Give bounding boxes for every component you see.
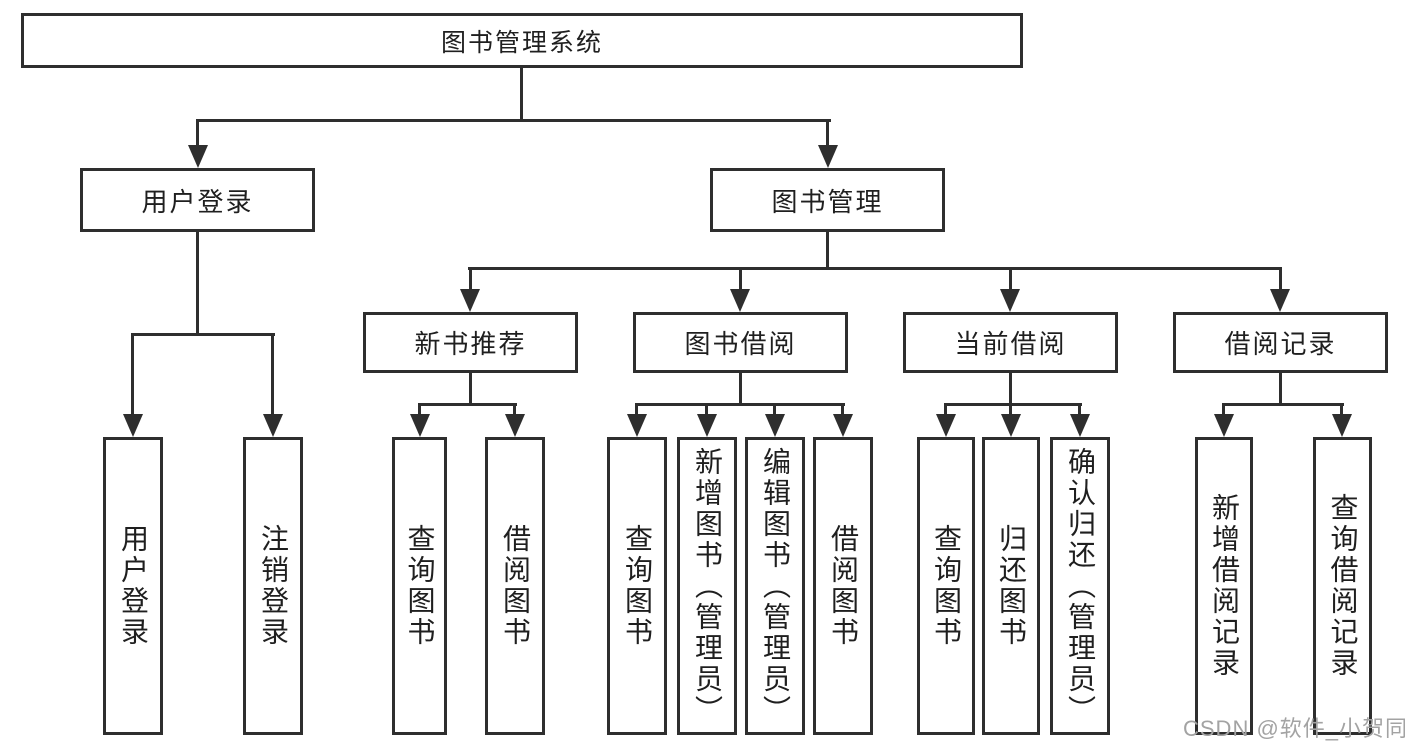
- arrowhead-down-icon: [765, 414, 785, 437]
- node-borrow-records-label: 借阅记录: [1224, 329, 1337, 359]
- connector-line: [131, 333, 134, 417]
- leaf-label: 新增图书（管理员）: [692, 446, 723, 726]
- node-current-borrow-label: 当前借阅: [954, 329, 1067, 359]
- connector-line: [196, 119, 831, 122]
- leaf-confirm-return-admin: 确认归还（管理员）: [1050, 437, 1110, 735]
- connector-line: [513, 403, 516, 417]
- leaf-query-books-borrow: 查询图书: [607, 437, 667, 735]
- connector-line: [841, 403, 844, 417]
- arrowhead-down-icon: [505, 414, 525, 437]
- connector-line: [944, 403, 1082, 406]
- leaf-query-books-current: 查询图书: [917, 437, 975, 735]
- arrowhead-down-icon: [410, 414, 430, 437]
- leaf-query-borrow-record: 查询借阅记录: [1313, 437, 1372, 735]
- leaf-label: 查询图书: [404, 524, 436, 648]
- leaf-label: 归还图书: [996, 524, 1027, 648]
- arrowhead-down-icon: [627, 414, 647, 437]
- connector-line: [1279, 373, 1282, 405]
- connector-line: [468, 267, 1282, 270]
- connector-line: [271, 333, 274, 417]
- node-current-borrow: 当前借阅: [903, 312, 1118, 373]
- arrowhead-down-icon: [1214, 414, 1234, 437]
- connector-line: [773, 403, 776, 417]
- leaf-label: 编辑图书（管理员）: [760, 446, 791, 726]
- leaf-add-book-admin: 新增图书（管理员）: [677, 437, 737, 735]
- node-user-login: 用户登录: [80, 168, 315, 232]
- connector-line: [1340, 403, 1343, 417]
- leaf-label: 查询借阅记录: [1327, 493, 1359, 679]
- connector-line: [705, 403, 708, 417]
- arrowhead-down-icon: [818, 145, 838, 168]
- arrowhead-down-icon: [188, 145, 208, 168]
- leaf-logout: 注销登录: [243, 437, 303, 735]
- leaf-edit-book-admin: 编辑图书（管理员）: [745, 437, 805, 735]
- arrowhead-down-icon: [123, 414, 143, 437]
- arrowhead-down-icon: [1270, 289, 1290, 312]
- connector-line: [739, 267, 742, 291]
- arrowhead-down-icon: [263, 414, 283, 437]
- leaf-label: 查询图书: [622, 524, 653, 648]
- arrowhead-down-icon: [833, 414, 853, 437]
- node-root: 图书管理系统: [21, 13, 1023, 68]
- connector-line: [1009, 267, 1012, 291]
- node-book-management-label: 图书管理: [771, 186, 884, 217]
- connector-line: [196, 232, 199, 335]
- connector-line: [826, 119, 829, 148]
- connector-line: [1078, 403, 1081, 417]
- connector-line: [469, 267, 472, 291]
- connector-line: [1009, 373, 1012, 405]
- csdn-watermark: CSDN @软件_小贺同学: [1183, 716, 1405, 741]
- connector-line: [196, 119, 199, 148]
- leaf-label: 确认归还（管理员）: [1065, 446, 1096, 726]
- leaf-label: 查询图书: [931, 524, 962, 648]
- node-new-book-recommend-label: 新书推荐: [414, 329, 527, 359]
- leaf-query-books-recommend: 查询图书: [392, 437, 447, 735]
- connector-line: [418, 403, 517, 406]
- arrowhead-down-icon: [1001, 414, 1021, 437]
- arrowhead-down-icon: [460, 289, 480, 312]
- leaf-label: 新增借阅记录: [1209, 493, 1240, 679]
- connector-line: [635, 403, 638, 417]
- leaf-borrow-books-recommend: 借阅图书: [485, 437, 545, 735]
- arrowhead-down-icon: [1070, 414, 1090, 437]
- node-borrow-records: 借阅记录: [1173, 312, 1388, 373]
- leaf-label: 借阅图书: [500, 524, 531, 648]
- connector-line: [1222, 403, 1225, 417]
- leaf-add-borrow-record: 新增借阅记录: [1195, 437, 1253, 735]
- connector-line: [469, 373, 472, 405]
- leaf-return-book: 归还图书: [982, 437, 1040, 735]
- connector-line: [520, 68, 523, 121]
- node-book-borrow: 图书借阅: [633, 312, 848, 373]
- connector-line: [1222, 403, 1344, 406]
- connector-line: [131, 333, 275, 336]
- arrowhead-down-icon: [697, 414, 717, 437]
- node-book-management: 图书管理: [710, 168, 945, 232]
- arrowhead-down-icon: [1332, 414, 1352, 437]
- node-new-book-recommend: 新书推荐: [363, 312, 578, 373]
- connector-line: [739, 373, 742, 405]
- arrowhead-down-icon: [936, 414, 956, 437]
- connector-line: [635, 403, 845, 406]
- node-book-borrow-label: 图书借阅: [684, 329, 797, 359]
- leaf-logout-label: 注销登录: [258, 524, 289, 648]
- connector-line: [944, 403, 947, 417]
- node-root-label: 图书管理系统: [440, 28, 603, 57]
- connector-line: [826, 232, 829, 269]
- leaf-user-login-label: 用户登录: [118, 524, 149, 648]
- leaf-user-login: 用户登录: [103, 437, 163, 735]
- arrowhead-down-icon: [730, 289, 750, 312]
- arrowhead-down-icon: [1000, 289, 1020, 312]
- connector-line: [1279, 267, 1282, 291]
- node-user-login-label: 用户登录: [141, 186, 254, 217]
- connector-line: [418, 403, 421, 417]
- leaf-label: 借阅图书: [828, 524, 859, 648]
- connector-line: [1009, 403, 1012, 417]
- leaf-borrow-books: 借阅图书: [813, 437, 873, 735]
